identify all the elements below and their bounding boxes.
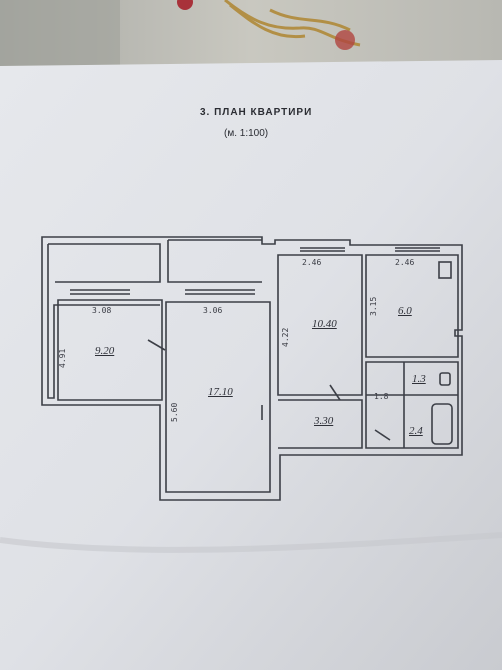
room-area-label: 10.40 (312, 318, 337, 330)
dimension-label: 3.08 (92, 306, 112, 315)
room-area-label: 17.10 (208, 386, 233, 398)
room-area-label: 9.20 (95, 345, 115, 357)
dimension-label: 3.15 (369, 296, 378, 316)
dimension-label: 3.06 (203, 306, 223, 315)
dimension-label: 5.60 (170, 402, 179, 422)
floor-plan (41, 236, 463, 501)
room-area-label: 3.30 (314, 415, 334, 427)
dimension-label: 4.91 (58, 348, 67, 368)
room-area-label: 1.3 (412, 373, 426, 385)
plan-title: 3. ПЛАН КВАРТИРИ (200, 107, 313, 118)
dimension-label: 4.22 (281, 327, 290, 347)
room-area-label: 2.4 (409, 425, 423, 437)
dimension-label: 1.8 (374, 392, 389, 401)
dimension-label: 2.46 (302, 258, 322, 267)
dimension-label: 2.46 (395, 258, 415, 267)
room-area-label: 6.0 (398, 305, 412, 317)
plan-scale: (м. 1:100) (224, 128, 269, 139)
paper-sheet (0, 60, 502, 670)
